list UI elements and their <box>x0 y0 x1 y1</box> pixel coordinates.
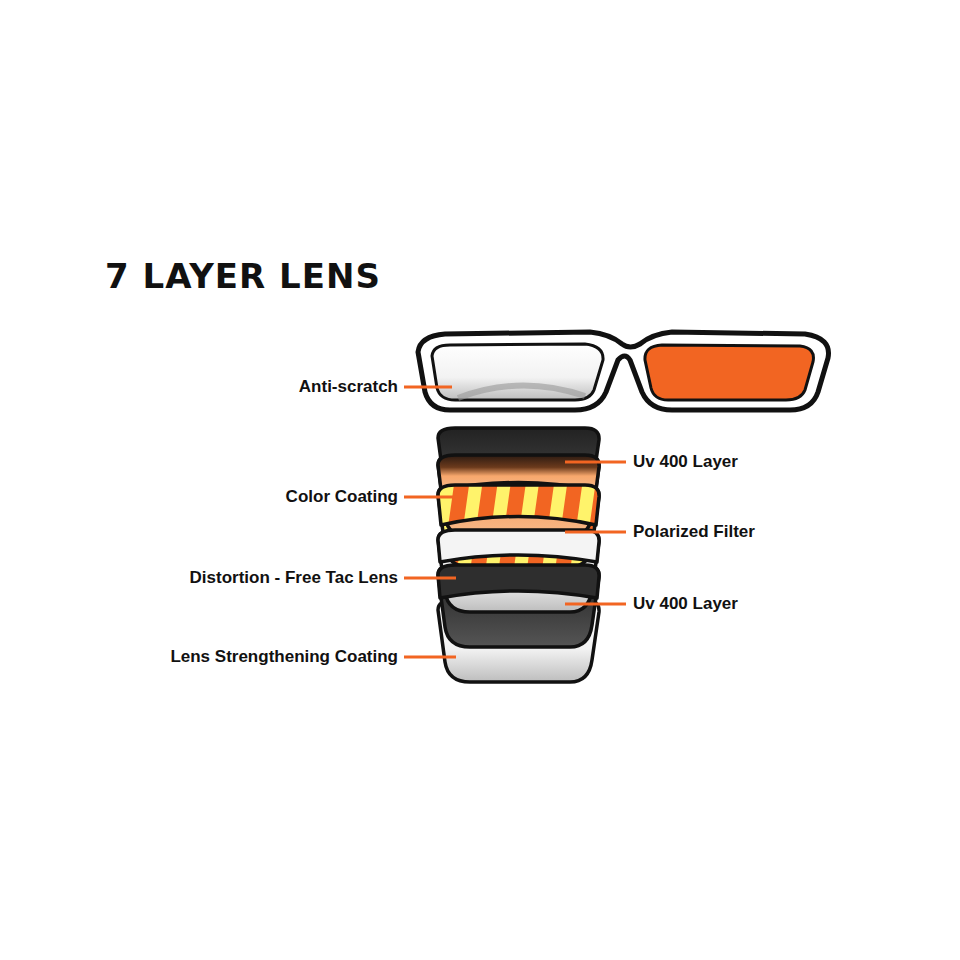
layer-label: Lens Strengthening Coating <box>170 647 398 667</box>
layer-label: Color Coating <box>286 487 398 507</box>
lens-layers <box>438 428 599 682</box>
leader-lines <box>404 387 626 657</box>
layer-label: Anti-scratch <box>299 377 398 397</box>
layer-label: Distortion - Free Tac Lens <box>190 568 398 588</box>
layer-label: Polarized Filter <box>633 522 755 542</box>
diagram-title: 7 LAYER LENS <box>105 256 381 296</box>
layer-label: Uv 400 Layer <box>633 594 738 614</box>
glasses-frame <box>418 332 829 410</box>
layer-label: Uv 400 Layer <box>633 452 738 472</box>
